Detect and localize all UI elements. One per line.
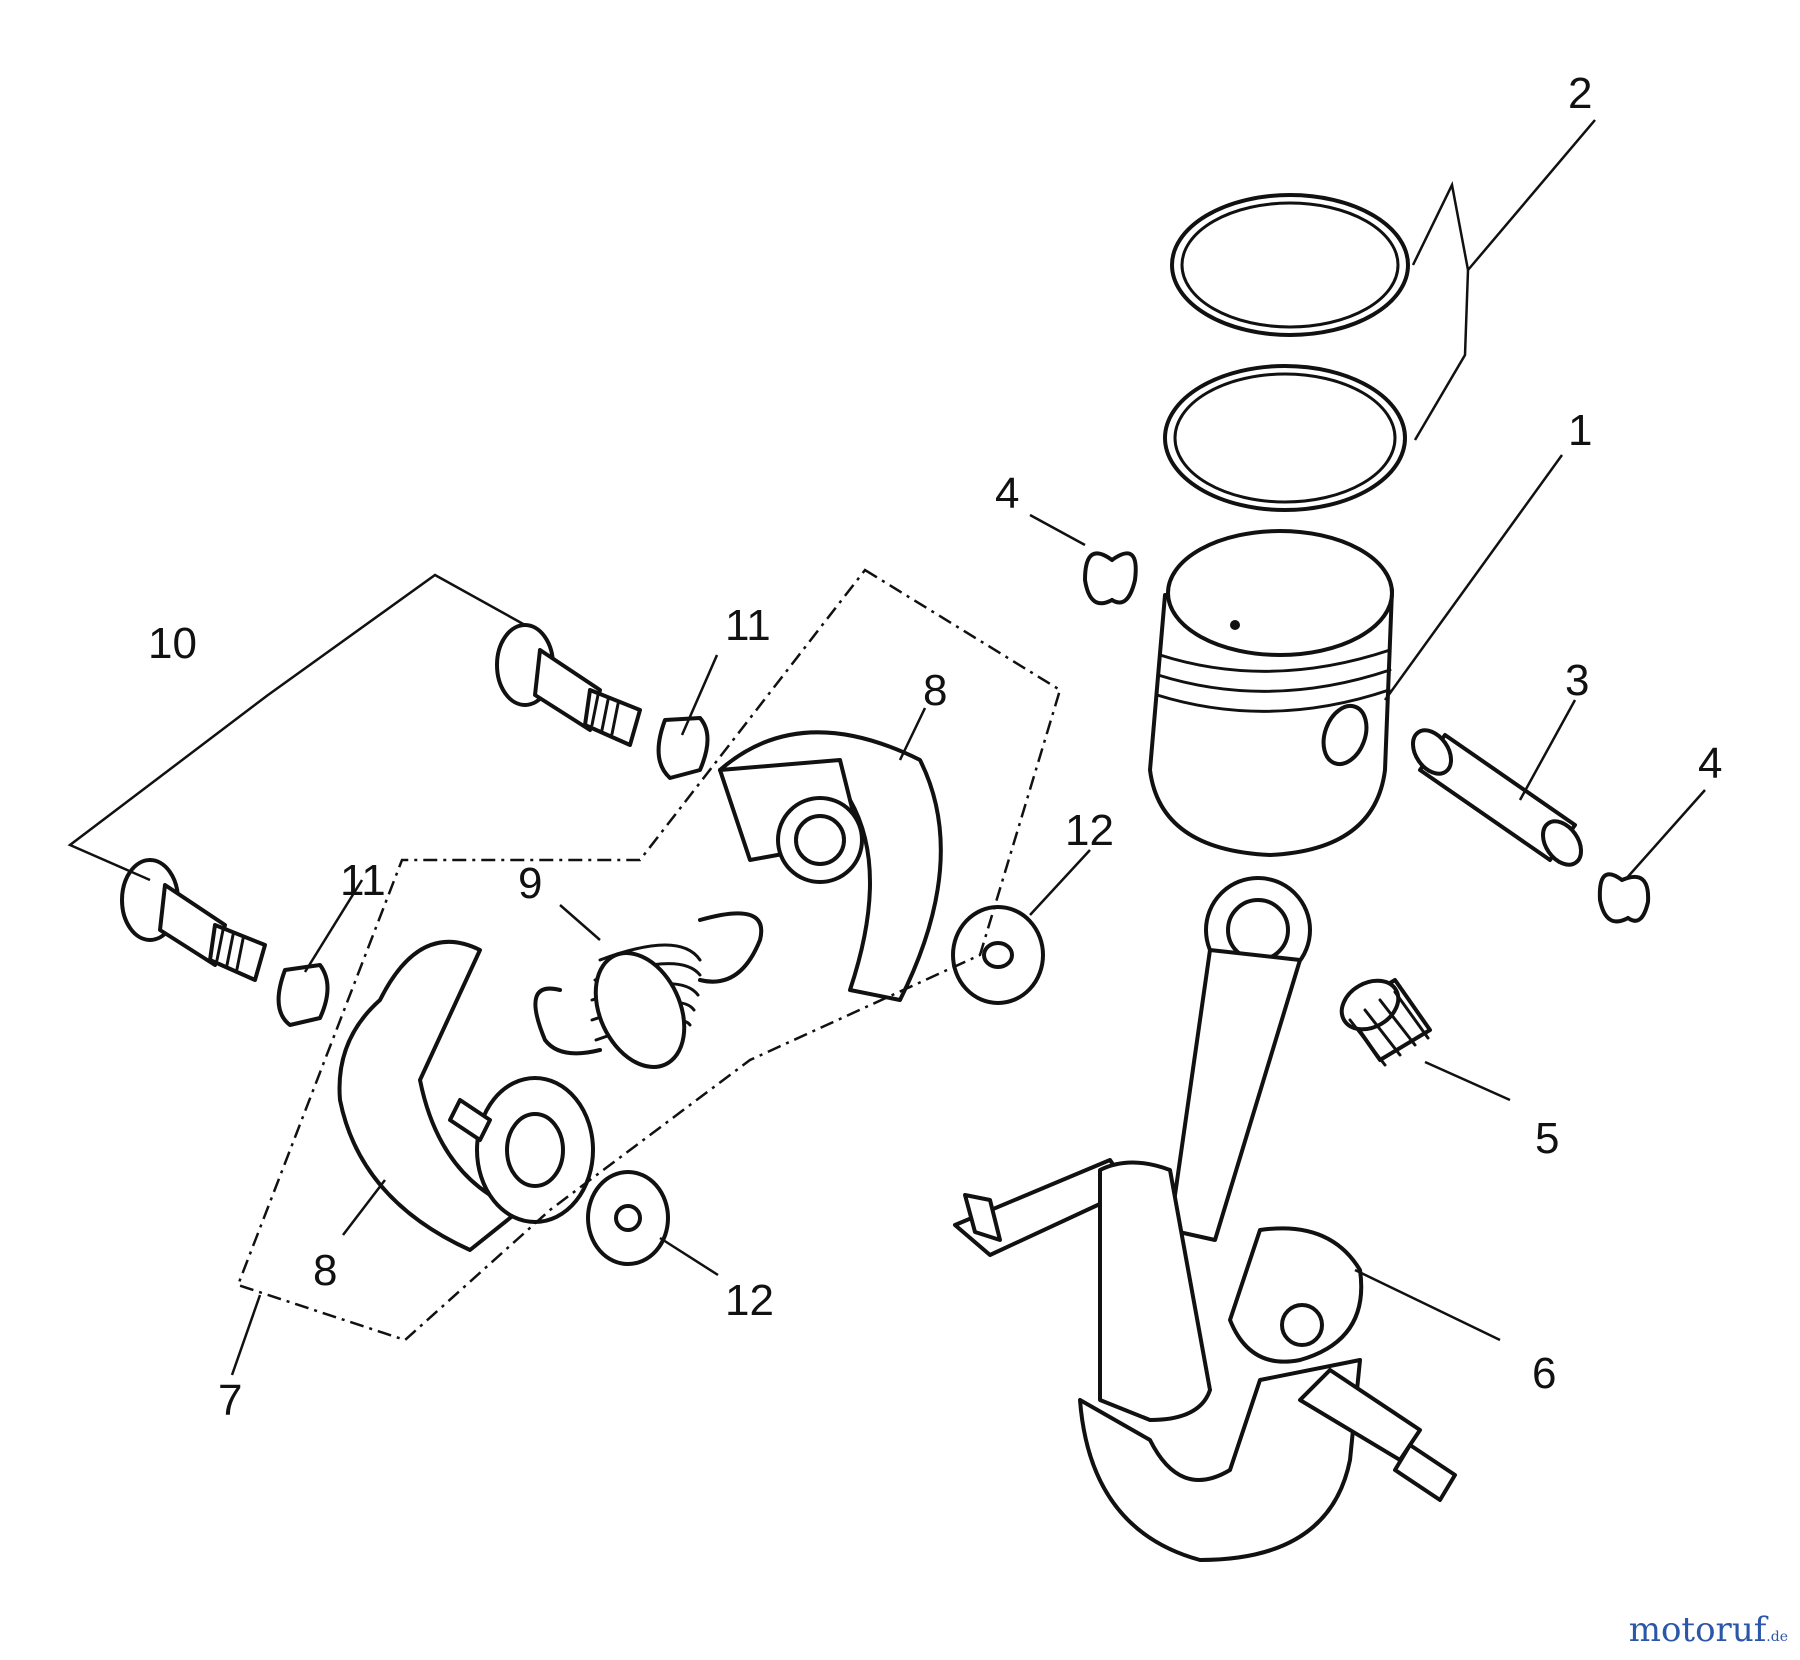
clutch-shoe-upper (718, 730, 943, 1002)
shoulder-bolt-upper (495, 623, 642, 747)
callout-6: 6 (1532, 1349, 1556, 1398)
keeper-upper (656, 716, 710, 780)
circlip-right (1597, 872, 1651, 924)
leader-lines (67, 119, 1706, 1376)
circlip-left (1083, 551, 1138, 606)
callout-11-lower: 11 (340, 856, 386, 905)
callout-9: 9 (518, 859, 542, 908)
callout-4-right: 4 (1698, 739, 1722, 788)
watermark-brand: motoruf (1628, 1610, 1767, 1650)
callout-12-lower: 12 (725, 1276, 774, 1325)
callout-1: 1 (1568, 406, 1592, 455)
clutch-spring (533, 911, 764, 1069)
callout-8-lower: 8 (313, 1246, 337, 1295)
keeper-lower (276, 963, 330, 1027)
washer-lower (586, 1170, 670, 1266)
callout-8-upper: 8 (923, 666, 947, 715)
piston-ring-top (1170, 193, 1410, 337)
callout-2: 2 (1568, 69, 1592, 118)
callout-3: 3 (1565, 656, 1589, 705)
callout-7: 7 (218, 1376, 242, 1425)
needle-bearing (1339, 978, 1432, 1067)
watermark-tld: .de (1766, 1629, 1788, 1645)
clutch-assembly-boundary (236, 568, 1062, 1342)
callout-12-upper: 12 (1065, 806, 1114, 855)
callout-5: 5 (1535, 1114, 1559, 1163)
callout-11-upper: 11 (725, 601, 771, 650)
watermark-logo: motoruf.de (1629, 1610, 1788, 1650)
piston (1148, 529, 1394, 857)
callout-4-left: 4 (995, 469, 1019, 518)
clutch-shoe-lower (337, 939, 595, 1252)
crankshaft-assembly (953, 876, 1457, 1562)
washer-upper (951, 905, 1045, 1005)
piston-pin (1410, 728, 1584, 867)
piston-ring-bottom (1163, 364, 1407, 512)
shoulder-bolt-lower (120, 858, 267, 982)
callout-10: 10 (148, 619, 197, 668)
